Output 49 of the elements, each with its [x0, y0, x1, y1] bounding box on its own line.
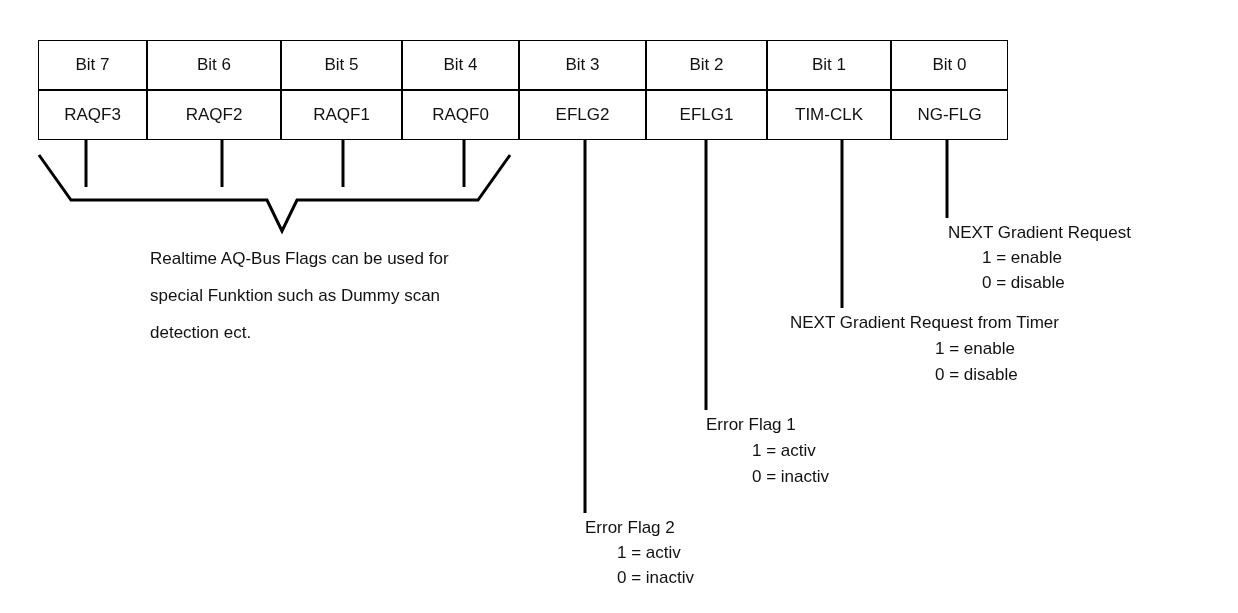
description-text: Realtime AQ-Bus Flags can be used for special Funktion such as Dummy scan detection ect. — [150, 248, 450, 344]
register-cell — [519, 90, 646, 140]
register-cell — [767, 40, 891, 90]
flag-name: NG-FLG — [917, 105, 982, 125]
leader-line — [840, 140, 844, 308]
register-cell — [767, 90, 891, 140]
flag-name: RAQF1 — [313, 105, 370, 125]
register-cell — [147, 90, 281, 140]
description-text: Error Flag 1 — [706, 414, 797, 436]
flag-name: TIM-CLK — [795, 105, 863, 125]
description-text: Error Flag 2 — [585, 517, 676, 539]
leader-line — [945, 140, 949, 218]
leader-line — [704, 140, 708, 410]
register-cell — [38, 40, 147, 90]
register-cell — [281, 40, 402, 90]
value-text: 1 = enable — [981, 247, 1063, 269]
leader-line — [583, 140, 587, 513]
flag-name: EFLG2 — [555, 105, 610, 125]
bit-label: Bit 0 — [932, 55, 967, 75]
bit-label: Bit 7 — [75, 55, 110, 75]
bit-label: Bit 5 — [324, 55, 359, 75]
register-cell — [147, 40, 281, 90]
flag-name: RAQF3 — [64, 105, 121, 125]
flag-name: RAQF0 — [432, 105, 489, 125]
bit-label: Bit 1 — [812, 55, 846, 75]
register-cell — [891, 40, 1008, 90]
register-cell — [402, 90, 519, 140]
flag-name: RAQF2 — [185, 105, 243, 125]
value-text: 0 = disable — [934, 364, 1019, 386]
value-text: 0 = inactiv — [616, 567, 695, 589]
description-text: NEXT Gradient Request — [948, 222, 1132, 244]
register-cell — [646, 90, 767, 140]
flag-name: EFLG1 — [679, 105, 734, 125]
description-text: NEXT Gradient Request from Timer — [790, 312, 1060, 334]
register-cell — [646, 40, 767, 90]
register-cell — [38, 90, 147, 140]
value-text: 1 = activ — [751, 440, 817, 462]
value-text: 1 = activ — [616, 542, 682, 564]
bit-label: Bit 4 — [443, 55, 478, 75]
bit-label: Bit 2 — [689, 55, 724, 75]
value-text: 1 = enable — [934, 338, 1016, 360]
register-cell — [402, 40, 519, 90]
bit-label: Bit 3 — [565, 55, 600, 75]
register-cell — [519, 40, 646, 90]
register-cell — [891, 90, 1008, 140]
bit-label: Bit 6 — [197, 55, 231, 75]
value-text: 0 = disable — [981, 272, 1066, 294]
value-text: 0 = inactiv — [751, 466, 830, 488]
register-cell — [281, 90, 402, 140]
